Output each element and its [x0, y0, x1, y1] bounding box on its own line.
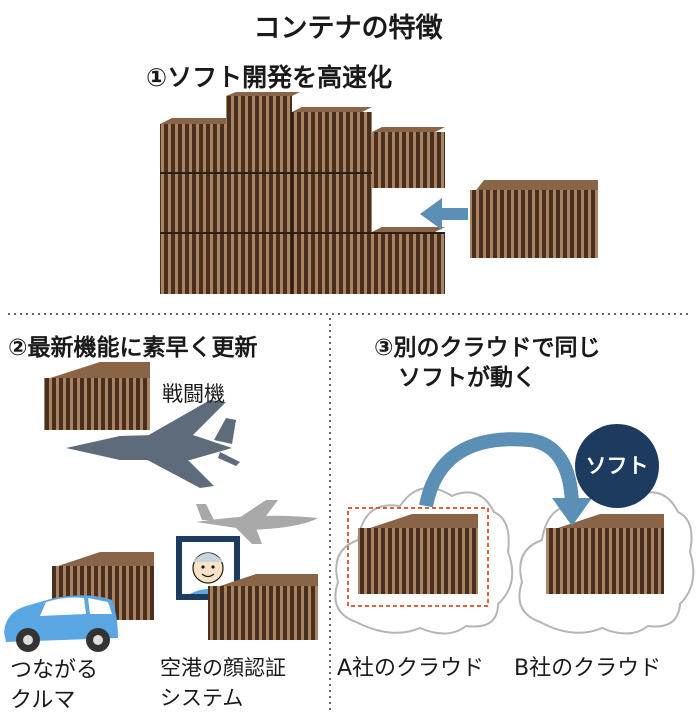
airplane-icon — [66, 400, 240, 488]
section3-heading-line2: ソフトが動く — [398, 365, 536, 391]
face-id-label-line2: システム — [160, 686, 244, 710]
section2-heading: ②最新機能に素早く更新 — [8, 335, 258, 361]
insert-arrow-icon — [420, 198, 468, 230]
face-container — [208, 574, 318, 640]
face-id-label-line1: 空港の顔認証 — [160, 656, 286, 680]
container-stack — [160, 92, 445, 294]
fighter-label: 戦闘機 — [162, 382, 225, 406]
airliner-icon — [196, 500, 318, 544]
software-badge — [575, 424, 659, 508]
section3-heading-line1: ③別のクラウドで同じ — [374, 335, 601, 361]
car-label-line2: クルマ — [10, 688, 76, 713]
cloud-b-label: B社のクラウド — [514, 656, 662, 681]
cloud-a-label: A社のクラウド — [337, 656, 485, 681]
cloud-b-container — [546, 514, 664, 594]
car-icon — [4, 595, 118, 652]
cloud-a-container — [358, 514, 478, 594]
incoming-container — [470, 180, 598, 258]
curved-arrow-icon — [419, 432, 592, 526]
car-label-line1: つながる — [10, 658, 99, 683]
software-badge-label: ソフト — [585, 454, 649, 478]
face-id-icon — [176, 536, 240, 600]
fighter-container — [44, 362, 150, 430]
page-title: コンテナの特徴 — [253, 13, 443, 44]
highlight-box — [347, 507, 489, 607]
section1-heading: ①ソフト開発を高速化 — [146, 63, 393, 92]
